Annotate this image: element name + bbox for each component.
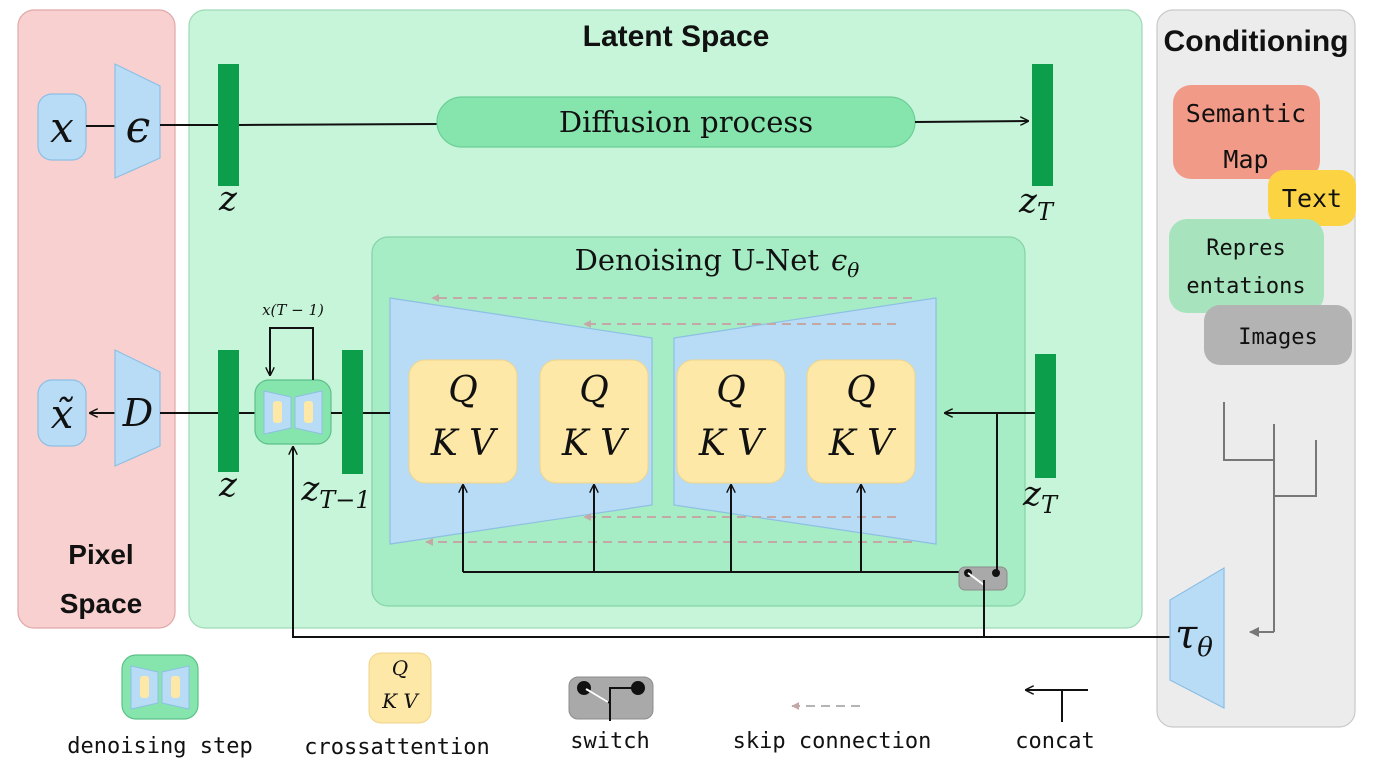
legend-concat-icon [1061, 689, 1088, 722]
encoder-trapezoid [114, 63, 161, 179]
legend-step-right-core [171, 676, 180, 698]
zT1-sub: T−1 [319, 486, 370, 514]
input-x-symbol: 𝑥 [50, 103, 74, 152]
legend-denoising-step-label: denoising step [67, 734, 252, 759]
legend-crossattention-q: Q [392, 656, 408, 680]
z-latent-bar-bottom [218, 350, 239, 472]
legend-crossattention-label: crossattention [304, 735, 489, 760]
zT-label-bottom: zT [1022, 474, 1059, 519]
denoising-step-left-core [273, 401, 282, 423]
zT-latent-bar-bottom [1035, 354, 1056, 478]
unet-title-text: Denoising U-Net [575, 243, 820, 277]
crossattention-block-4 [806, 359, 916, 484]
legend-concat-label: concat [1015, 729, 1094, 754]
tau-to-step-path [293, 447, 1170, 638]
zT-latent-bar-top [1032, 64, 1053, 186]
zT-top-z: z [1018, 181, 1038, 221]
legend-step-left-core [140, 676, 149, 698]
crossattention-block-2 [539, 359, 649, 484]
loop-label: x(T − 1) [262, 301, 324, 319]
block-3-q: Q [716, 370, 746, 411]
decoder-symbol: D [122, 391, 153, 435]
semantic-map-card [1173, 85, 1320, 179]
z-latent-bar-top [218, 64, 239, 186]
pixel-space-title-line1: Pixel [68, 539, 133, 570]
legend-switch-label: switch [570, 729, 649, 754]
semantic-map-line2: Map [1223, 145, 1268, 174]
legend-crossattention-icon [368, 652, 432, 724]
representations-line1: Repres [1206, 236, 1285, 261]
tau-symbol: τθ [1175, 612, 1213, 663]
encoder-symbol: ϵ [126, 102, 151, 153]
switch-lever [967, 572, 985, 586]
block-1-q: Q [448, 370, 478, 411]
conditioning-title: Conditioning [1164, 25, 1349, 58]
block-2-kv: K V [561, 423, 630, 464]
crossattention-block-1 [408, 359, 518, 484]
tau-trapezoid [1169, 566, 1225, 709]
denoising-step-right-core [304, 401, 313, 423]
block-2-q: Q [579, 370, 609, 411]
z-to-diffusion-line [238, 123, 438, 126]
block-1-kv: K V [430, 423, 499, 464]
zT-bottom-z: z [1022, 474, 1042, 514]
text-card-label: Text [1282, 184, 1342, 213]
z-label-bottom: z [218, 465, 238, 505]
zT-top-sub: T [1037, 198, 1055, 226]
tau-sub: θ [1197, 633, 1213, 663]
conditioning-merge-tree [1223, 402, 1317, 637]
legend-switch-lever-white [585, 688, 609, 703]
zT1-latent-bar [342, 350, 363, 474]
zT1-z: z [300, 469, 320, 509]
loop-arrow [270, 327, 314, 380]
legend-skip-connection-label: skip connection [733, 729, 932, 754]
representations-line2: entations [1186, 274, 1305, 299]
zT-label-top: zT [1018, 181, 1055, 226]
unet-title: Denoising U-Net ϵθ [575, 243, 860, 282]
latent-space-title: Latent Space [583, 20, 770, 53]
text-card [1268, 170, 1356, 226]
block-3-kv: K V [698, 423, 767, 464]
representations-card [1169, 219, 1324, 313]
zT1-label: zT−1 [300, 469, 370, 514]
images-card-label: Images [1238, 325, 1317, 350]
block-4-kv: K V [828, 423, 897, 464]
unet-title-eps: ϵ [831, 243, 847, 277]
tau-letter: τ [1175, 612, 1198, 658]
semantic-map-line1: Semantic [1186, 99, 1306, 128]
unet-title-eps-sub: θ [847, 258, 859, 282]
decoder-trapezoid [114, 349, 161, 467]
images-card [1204, 305, 1352, 365]
output-x-tilde-box [37, 379, 87, 447]
legend-crossattention-kv: K V [381, 689, 420, 713]
diffusion-process-label: Diffusion process [559, 105, 813, 139]
output-x-tilde-symbol: x̃ [51, 392, 74, 438]
block-4-q: Q [846, 370, 876, 411]
z-label-top: z [218, 179, 238, 219]
zT-bottom-sub: T [1041, 491, 1059, 519]
diffusion-to-zT-arrow [914, 121, 1028, 122]
pixel-space-title-line2: Space [60, 588, 143, 619]
crossattention-block-3 [676, 359, 786, 484]
